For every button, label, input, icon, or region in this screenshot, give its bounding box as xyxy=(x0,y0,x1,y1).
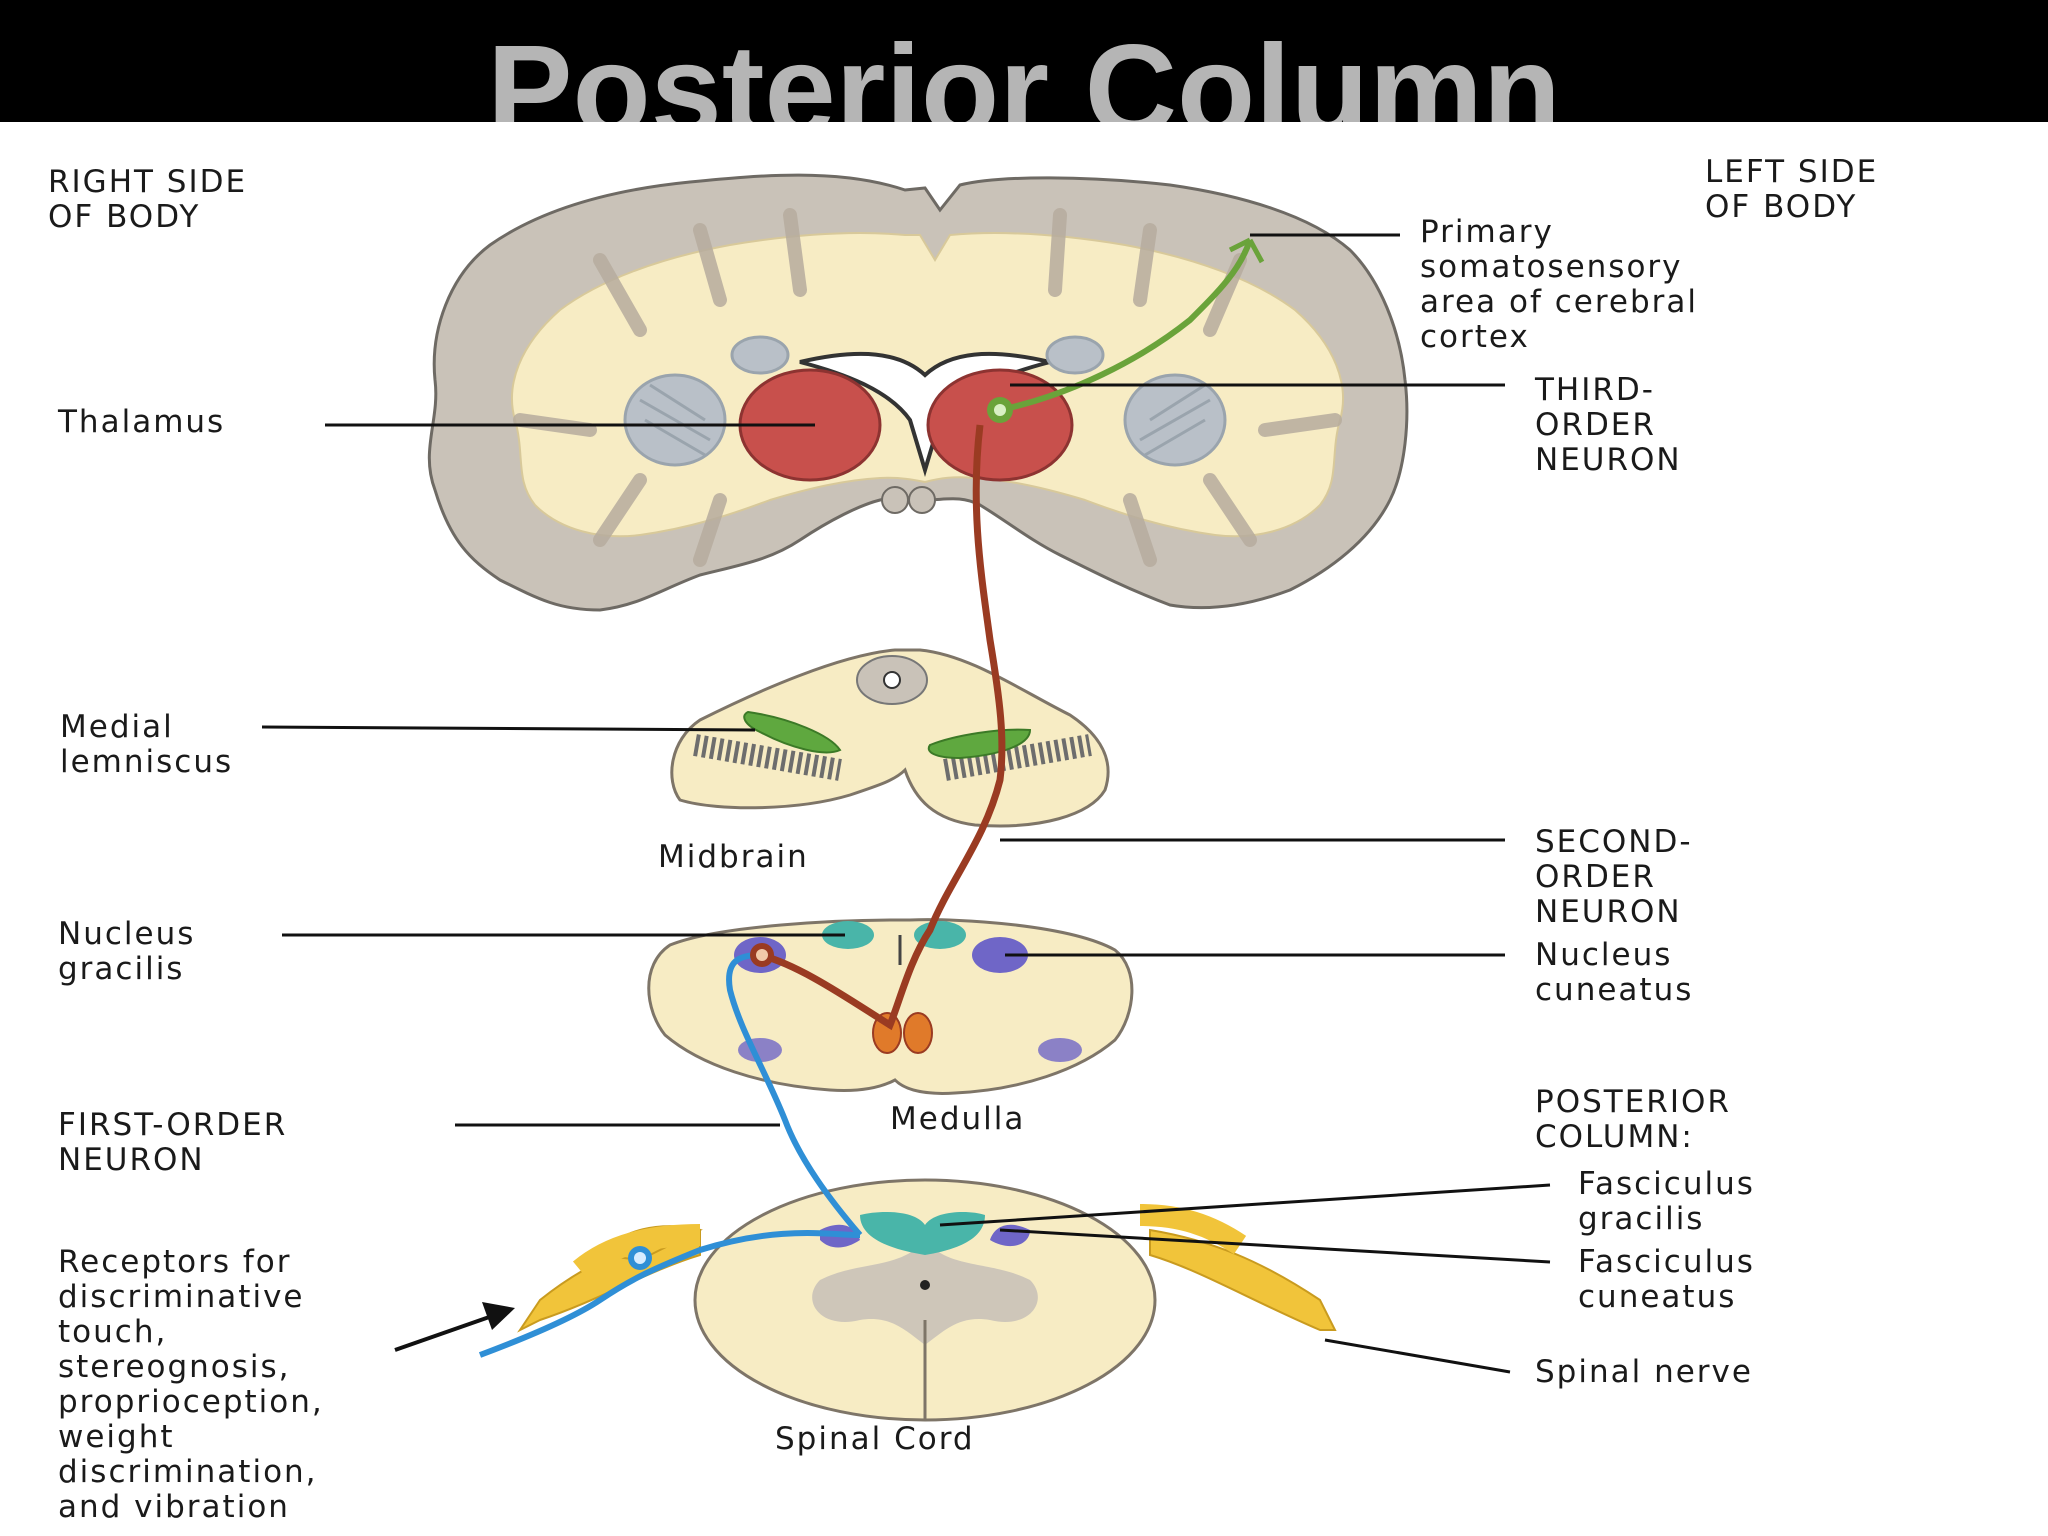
midbrain-section xyxy=(670,648,1110,828)
spinal-gray-matter xyxy=(812,1240,1038,1345)
cerebrum-section xyxy=(427,173,1409,612)
fasciculus-cuneatus-tract xyxy=(820,1224,1030,1248)
spinal-nerve-left xyxy=(1149,1228,1337,1331)
medulla-outline xyxy=(647,918,1134,1095)
spinal-cord-section xyxy=(517,1178,1337,1422)
label-medulla: Medulla xyxy=(890,1101,1026,1137)
label-thalamus: Thalamus xyxy=(58,404,226,440)
label-spinal-nerve: Spinal nerve xyxy=(1535,1354,1753,1390)
first-order-neuron-path xyxy=(478,952,863,1358)
medulla-section xyxy=(647,918,1134,1095)
second-order-neuron-path xyxy=(759,424,1006,1031)
title-bar: Posterior Column xyxy=(0,0,2048,122)
basal-ganglia xyxy=(623,335,1227,467)
nucleus-cuneatus-left xyxy=(972,937,1028,973)
leader-lines xyxy=(261,233,1551,1374)
nucleus-gracilis-left xyxy=(914,921,966,949)
nucleus-gracilis-right xyxy=(822,921,874,949)
slide-title: Posterior Column xyxy=(487,19,1561,122)
label-spinal-cord: Spinal Cord xyxy=(775,1421,975,1457)
receptor-arrow xyxy=(394,1302,515,1352)
medial-lemniscus-right xyxy=(743,710,842,754)
label-midbrain: Midbrain xyxy=(658,839,809,875)
third-order-neuron-path xyxy=(999,239,1253,413)
